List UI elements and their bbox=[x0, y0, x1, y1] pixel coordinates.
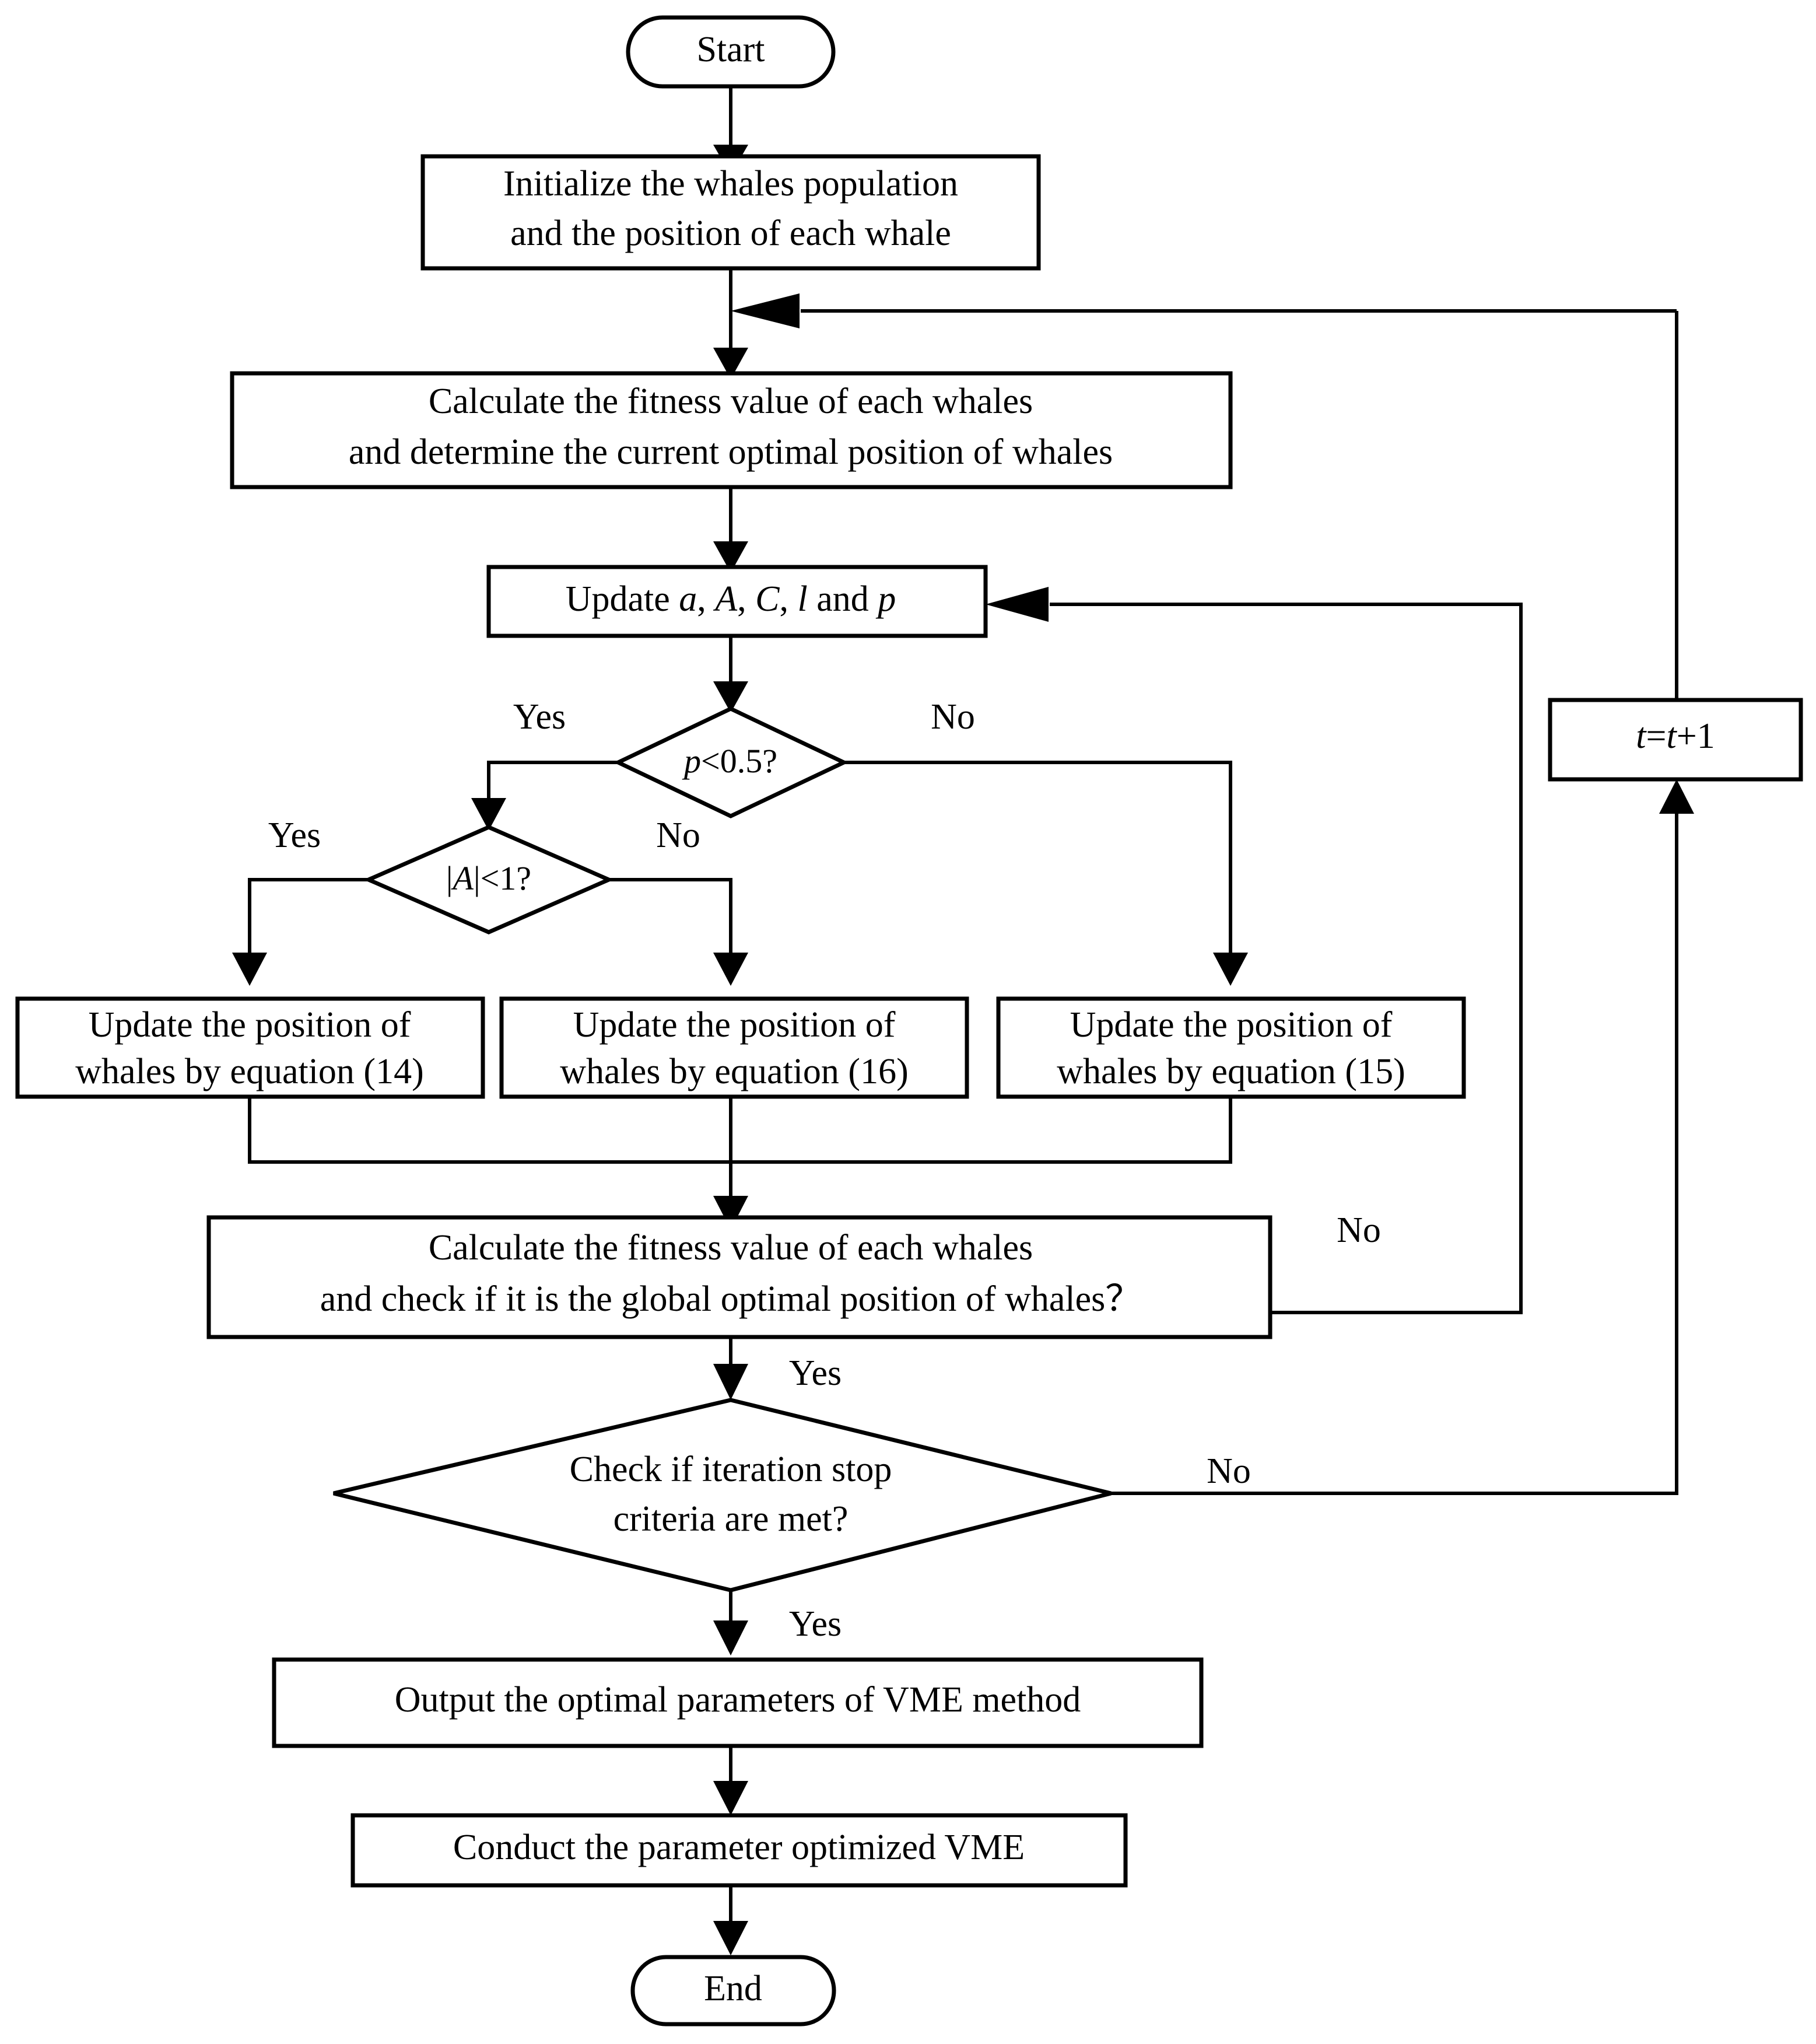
node-update-eq16-line1: Update the position of bbox=[573, 1005, 896, 1045]
node-initialize[interactable]: Initialize the whales population and the… bbox=[420, 154, 1041, 271]
node-end[interactable]: End bbox=[630, 1955, 836, 2027]
node-update-parameters[interactable]: Update a, A, C, l and p bbox=[486, 565, 988, 638]
connector-updateparams-to-decision-p bbox=[713, 636, 748, 713]
branch-label-A-yes: Yes bbox=[268, 816, 321, 855]
branch-label-checkglobal-no: No bbox=[1337, 1210, 1381, 1250]
node-initialize-line1: Initialize the whales population bbox=[503, 164, 958, 204]
connector-iteration-feedback-top bbox=[731, 293, 1677, 328]
node-check-global-line1: Calculate the fitness value of each whal… bbox=[429, 1228, 1033, 1268]
node-stop-criteria-line2: criteria are met? bbox=[613, 1499, 849, 1539]
node-update-eq15-line1: Update the position of bbox=[1070, 1005, 1393, 1045]
node-calculate-fitness-line1: Calculate the fitness value of each whal… bbox=[429, 382, 1033, 421]
node-increment-label: t=t+1 bbox=[1636, 716, 1715, 756]
connector-stopcriteria-yes bbox=[713, 1590, 748, 1656]
node-decision-A-magnitude[interactable]: |A|<1? bbox=[363, 825, 614, 935]
node-update-equation-16[interactable]: Update the position of whales by equatio… bbox=[499, 996, 969, 1099]
node-update-eq15-line2: whales by equation (15) bbox=[1057, 1052, 1405, 1091]
node-update-parameters-label: Update a, A, C, l and p bbox=[566, 579, 896, 619]
connector-stopcriteria-no-loop bbox=[1111, 779, 1694, 1495]
node-initialize-line2: and the position of each whale bbox=[510, 214, 951, 253]
node-update-equation-15[interactable]: Update the position of whales by equatio… bbox=[996, 996, 1466, 1099]
connector-decision-p-yes bbox=[471, 761, 618, 831]
branch-label-checkglobal-yes: Yes bbox=[789, 1353, 842, 1393]
node-calculate-fitness-line2: and determine the current optimal positi… bbox=[349, 432, 1113, 472]
node-update-eq14-line1: Update the position of bbox=[89, 1005, 411, 1045]
connector-decision-A-no bbox=[609, 878, 748, 986]
node-stop-criteria[interactable]: Check if iteration stop criteria are met… bbox=[333, 1398, 1112, 1592]
node-decision-A-label: |A|<1? bbox=[446, 859, 531, 897]
branch-label-p-no: No bbox=[931, 697, 975, 737]
connector-conduct-to-end bbox=[713, 1885, 748, 1955]
branch-label-stopcriteria-no: No bbox=[1207, 1451, 1251, 1491]
connector-checkglobal-no-loop bbox=[986, 587, 1523, 1314]
node-decision-p-label: p<0.5? bbox=[682, 742, 777, 780]
node-update-eq14-line2: whales by equation (14) bbox=[75, 1052, 423, 1091]
node-update-eq16-line2: whales by equation (16) bbox=[560, 1052, 908, 1091]
branch-label-stopcriteria-yes: Yes bbox=[789, 1604, 842, 1644]
connector-calcfitness-to-updateparams bbox=[713, 487, 748, 573]
node-calculate-fitness[interactable]: Calculate the fitness value of each whal… bbox=[230, 371, 1233, 489]
node-check-global-line2: and check if it is the global optimal po… bbox=[320, 1279, 1142, 1319]
node-start[interactable]: Start bbox=[626, 15, 836, 89]
connector-output-to-conduct bbox=[713, 1745, 748, 1815]
connector-decision-p-no bbox=[844, 761, 1248, 986]
node-conduct-vme[interactable]: Conduct the parameter optimized VME bbox=[350, 1813, 1128, 1888]
node-check-global-optimal[interactable]: Calculate the fitness value of each whal… bbox=[206, 1215, 1272, 1339]
node-stop-criteria-line1: Check if iteration stop bbox=[570, 1450, 892, 1489]
node-decision-p-threshold[interactable]: p<0.5? bbox=[613, 706, 849, 818]
node-output-parameters-label: Output the optimal parameters of VME met… bbox=[395, 1680, 1081, 1720]
node-update-equation-14[interactable]: Update the position of whales by equatio… bbox=[15, 996, 485, 1099]
node-output-parameters[interactable]: Output the optimal parameters of VME met… bbox=[272, 1657, 1204, 1748]
connector-init-to-calcfitness bbox=[713, 268, 748, 379]
connector-updates-merge bbox=[248, 1097, 1232, 1230]
connector-decision-A-yes bbox=[232, 878, 369, 986]
branch-label-p-yes: Yes bbox=[513, 697, 566, 737]
connector-checkglobal-yes bbox=[713, 1337, 748, 1400]
node-start-label: Start bbox=[696, 30, 765, 69]
node-increment-iteration[interactable]: t=t+1 bbox=[1548, 698, 1803, 782]
node-end-label: End bbox=[704, 1969, 762, 2008]
node-conduct-vme-label: Conduct the parameter optimized VME bbox=[453, 1828, 1025, 1867]
branch-label-A-no: No bbox=[656, 816, 700, 855]
